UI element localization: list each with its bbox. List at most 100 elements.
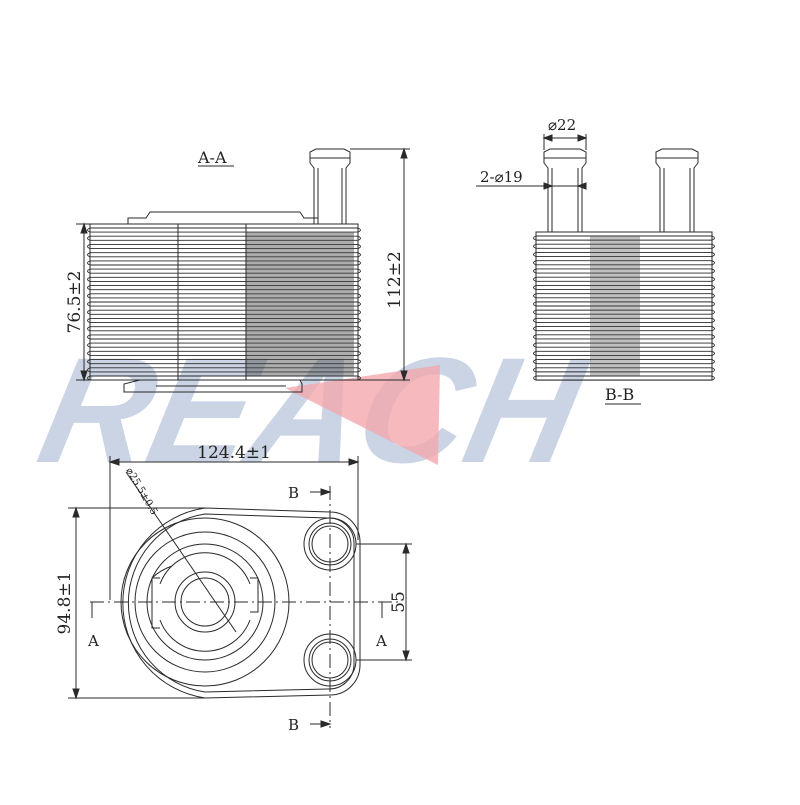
fin-end xyxy=(533,243,537,249)
fin-end xyxy=(357,359,361,365)
fin-plate xyxy=(536,243,712,249)
fin-end xyxy=(87,293,91,299)
fin-plate xyxy=(536,367,712,373)
fin-end xyxy=(711,284,715,290)
fin-end xyxy=(711,334,715,340)
cut-a-right-label: A xyxy=(375,632,387,650)
fin-end xyxy=(711,317,715,323)
aa-outlet-pipe xyxy=(309,148,351,224)
fin-end xyxy=(357,227,361,233)
dim-arrow xyxy=(577,134,588,142)
fin-plate xyxy=(90,309,358,315)
bb-left-pipe xyxy=(543,148,587,232)
fin-plate xyxy=(90,285,358,291)
cut-a-left-label: A xyxy=(87,632,99,650)
fin-end xyxy=(711,260,715,266)
dim-arrow xyxy=(400,147,408,159)
fin-end xyxy=(357,293,361,299)
fin-plate xyxy=(90,367,358,373)
fin-end xyxy=(711,342,715,348)
fin-end xyxy=(357,244,361,249)
fin-plate xyxy=(536,268,712,274)
fin-plate xyxy=(90,252,358,258)
fin-end xyxy=(711,326,715,332)
dim-arrow xyxy=(348,458,360,466)
fin-end xyxy=(357,334,361,340)
fin-end xyxy=(533,276,537,282)
fin-plate xyxy=(536,260,712,266)
dim-arrow xyxy=(542,134,553,142)
section-bb-view xyxy=(476,134,715,381)
fin-end xyxy=(533,359,537,365)
fin-end xyxy=(87,359,91,365)
fin-end xyxy=(357,285,361,291)
dim-width-text: 124.4±1 xyxy=(197,443,271,463)
fin-end xyxy=(87,367,91,373)
dim-arrow xyxy=(543,182,554,190)
fin-end xyxy=(87,244,91,249)
dim-pipe-outer-text: ⌀22 xyxy=(548,116,576,134)
section-bb-label: B-B xyxy=(605,385,634,404)
section-aa-view xyxy=(76,147,410,393)
top-bracket xyxy=(127,211,319,224)
slot-arc xyxy=(159,552,251,652)
dim-arrow xyxy=(108,458,120,466)
dim-height-text: 76.5±2 xyxy=(65,271,85,334)
fin-plate xyxy=(536,235,712,241)
fin-end xyxy=(533,342,537,348)
bore-leader xyxy=(125,471,237,633)
fin-plate xyxy=(536,252,712,258)
fin-plate xyxy=(90,268,358,274)
fin-plate xyxy=(90,260,358,266)
fin-end xyxy=(357,326,361,332)
fin-end xyxy=(711,375,715,381)
fin-plate xyxy=(536,334,712,340)
dim-arrow xyxy=(576,182,587,190)
fin-end xyxy=(87,326,91,332)
fin-plate xyxy=(90,334,358,340)
dim-arrow xyxy=(72,688,80,700)
fin-end xyxy=(357,260,361,266)
fin-end xyxy=(357,235,361,241)
flange-outline xyxy=(122,507,361,699)
base-ring xyxy=(134,531,276,673)
fin-plate xyxy=(536,350,712,356)
fin-plate xyxy=(90,227,358,233)
fin-end xyxy=(87,285,91,291)
fin-end xyxy=(87,318,91,323)
fin-plate xyxy=(90,326,358,332)
slot-right xyxy=(250,577,259,613)
fin-end xyxy=(711,268,715,274)
fin-end xyxy=(357,318,361,323)
fin-plate xyxy=(90,342,358,348)
fin-end xyxy=(711,235,715,241)
bb-core-dark-region xyxy=(590,236,640,376)
dim-arrow xyxy=(80,370,88,382)
cut-b-bottom-label: B xyxy=(288,716,299,734)
fin-end xyxy=(357,301,361,307)
fin-plate xyxy=(536,276,712,282)
fin-end xyxy=(87,309,91,315)
fin-end xyxy=(87,227,91,233)
fin-end xyxy=(533,309,537,315)
cut-b-top-arrowhead xyxy=(320,488,332,496)
fin-plate xyxy=(90,243,358,250)
fin-end xyxy=(533,252,537,258)
fin-end xyxy=(87,342,91,348)
fin-plate xyxy=(90,235,358,241)
fin-end xyxy=(87,268,91,274)
fin-end xyxy=(533,367,537,373)
fin-plate xyxy=(536,293,712,299)
fin-end xyxy=(357,367,361,373)
bb-fin-stack xyxy=(533,235,715,381)
plan-view xyxy=(68,456,412,728)
section-aa-label: A-A xyxy=(197,148,227,167)
bb-right-pipe xyxy=(655,148,699,232)
fin-end xyxy=(533,375,537,381)
fin-end xyxy=(87,235,91,241)
fin-end xyxy=(533,350,537,356)
fin-end xyxy=(711,293,715,299)
fin-end xyxy=(87,301,91,307)
fin-end xyxy=(87,260,91,266)
